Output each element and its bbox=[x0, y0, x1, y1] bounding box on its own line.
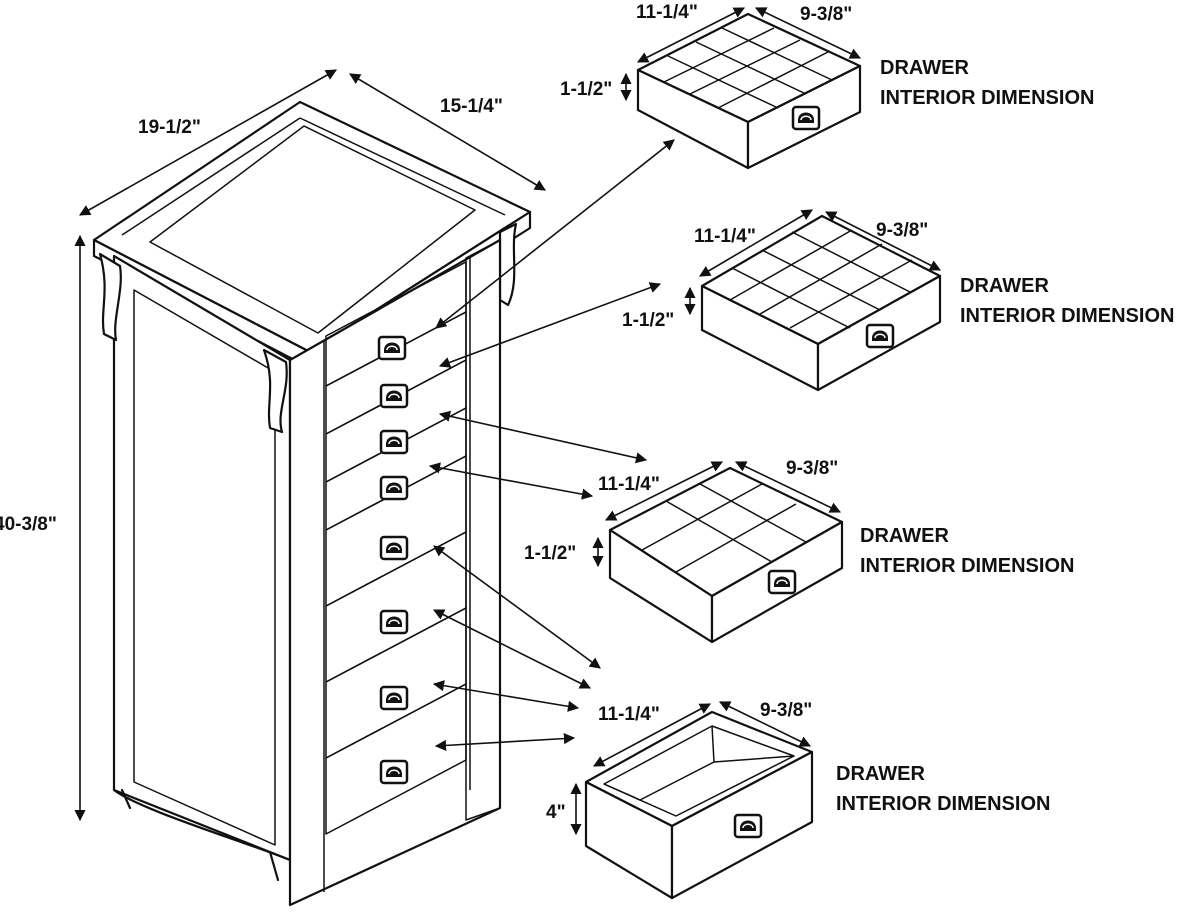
drawer-4-caption-line1: DRAWER bbox=[836, 763, 925, 785]
pointer-arrow bbox=[432, 609, 592, 689]
drawer-depth-dimension-line bbox=[754, 7, 862, 59]
cabinet bbox=[92, 100, 532, 907]
drawer-depth-dimension-line bbox=[825, 211, 941, 271]
drawer-2-caption-line1: DRAWER bbox=[960, 275, 1049, 297]
drawer-4-height-label: 4" bbox=[546, 802, 566, 823]
drawer-handle-icon bbox=[767, 569, 797, 595]
drawer-3-caption-line1: DRAWER bbox=[860, 525, 949, 547]
drawer-1-width-label: 11-1/4" bbox=[636, 2, 698, 23]
drawer-handle-icon bbox=[733, 813, 763, 839]
drawer-width-dimension-line bbox=[699, 209, 813, 277]
cabinet-side-inset-panel bbox=[133, 289, 276, 846]
pointer-arrow bbox=[432, 680, 580, 712]
drawer-box-interior-floor bbox=[603, 755, 795, 801]
drawer-width-dimension-line bbox=[637, 7, 745, 63]
cabinet-width-label: 19-1/2" bbox=[138, 117, 201, 138]
pointer-arrow bbox=[428, 462, 594, 500]
pointer-arrow bbox=[434, 732, 576, 752]
drawer-3-width-label: 11-1/4" bbox=[598, 474, 660, 495]
pointer-arrow bbox=[438, 410, 648, 464]
drawer-handle-icon bbox=[379, 685, 409, 711]
cabinet-depth-label: 15-1/4" bbox=[440, 96, 503, 117]
drawer-handle-icon bbox=[379, 475, 409, 501]
drawer-handle-icon bbox=[379, 383, 409, 409]
drawer-detail-3: 11-1/4" 9-3/8" 1-1/2" DRAWER INTERIOR DI… bbox=[524, 458, 1074, 644]
drawer-2-caption-line2: INTERIOR DIMENSION bbox=[960, 305, 1174, 327]
drawer-2-depth-label: 9-3/8" bbox=[876, 220, 928, 241]
drawer-3-height-label: 1-1/2" bbox=[524, 543, 576, 564]
drawer-3-caption-line2: INTERIOR DIMENSION bbox=[860, 555, 1074, 577]
drawer-4-caption-line2: INTERIOR DIMENSION bbox=[836, 793, 1050, 815]
drawer-width-dimension-line bbox=[593, 703, 711, 767]
right-corbel bbox=[498, 222, 518, 307]
pointer-arrows bbox=[428, 139, 675, 752]
drawer-handle-icon bbox=[865, 323, 895, 349]
drawer-depth-dimension-line bbox=[718, 701, 812, 747]
drawer-handle-icon bbox=[377, 335, 407, 361]
drawer-1-height-label: 1-1/2" bbox=[560, 79, 612, 100]
drawer-4-width-label: 11-1/4" bbox=[598, 704, 660, 725]
drawer-handle-icon bbox=[791, 105, 821, 131]
drawer-detail-1: 11-1/4" 9-3/8" 1-1/2" DRAWER INTERIOR DI… bbox=[560, 2, 1094, 170]
cabinet-dimensions: 19-1/2" 15-1/4" 40-3/8" bbox=[0, 69, 546, 822]
drawer-handle-icon bbox=[379, 759, 409, 785]
drawer-box-interior-corner bbox=[711, 725, 715, 763]
drawer-2-height-label: 1-1/2" bbox=[622, 310, 674, 331]
drawer-detail-4: 11-1/4" 9-3/8" 4" DRAWER INTERIOR DIMENS… bbox=[546, 700, 1050, 900]
drawer-detail-2: 11-1/4" 9-3/8" 1-1/2" DRAWER INTERIOR DI… bbox=[622, 209, 1174, 392]
drawer-width-dimension-line bbox=[604, 461, 724, 521]
drawer-handle-icon bbox=[379, 535, 409, 561]
front-corbel bbox=[262, 348, 288, 434]
drawer-2-width-label: 11-1/4" bbox=[694, 226, 756, 247]
drawer-handle-icon bbox=[379, 429, 409, 455]
pointer-arrow bbox=[438, 282, 662, 368]
drawer-front bbox=[325, 683, 467, 835]
drawer-4-depth-label: 9-3/8" bbox=[760, 700, 812, 721]
cabinet-feet bbox=[120, 788, 280, 882]
drawer-1-caption-line2: INTERIOR DIMENSION bbox=[880, 87, 1094, 109]
drawer-1-depth-label: 9-3/8" bbox=[800, 4, 852, 25]
drawer-depth-dimension-line bbox=[734, 461, 842, 513]
drawer-handle-icon bbox=[379, 609, 409, 635]
cabinet-left-side bbox=[112, 254, 292, 862]
cabinet-height-label: 40-3/8" bbox=[0, 514, 57, 535]
cabinet-width-dimension-line bbox=[79, 69, 337, 216]
left-corbel bbox=[98, 252, 122, 342]
drawer-1-caption-line1: DRAWER bbox=[880, 57, 969, 79]
drawer-3-depth-label: 9-3/8" bbox=[786, 458, 838, 479]
